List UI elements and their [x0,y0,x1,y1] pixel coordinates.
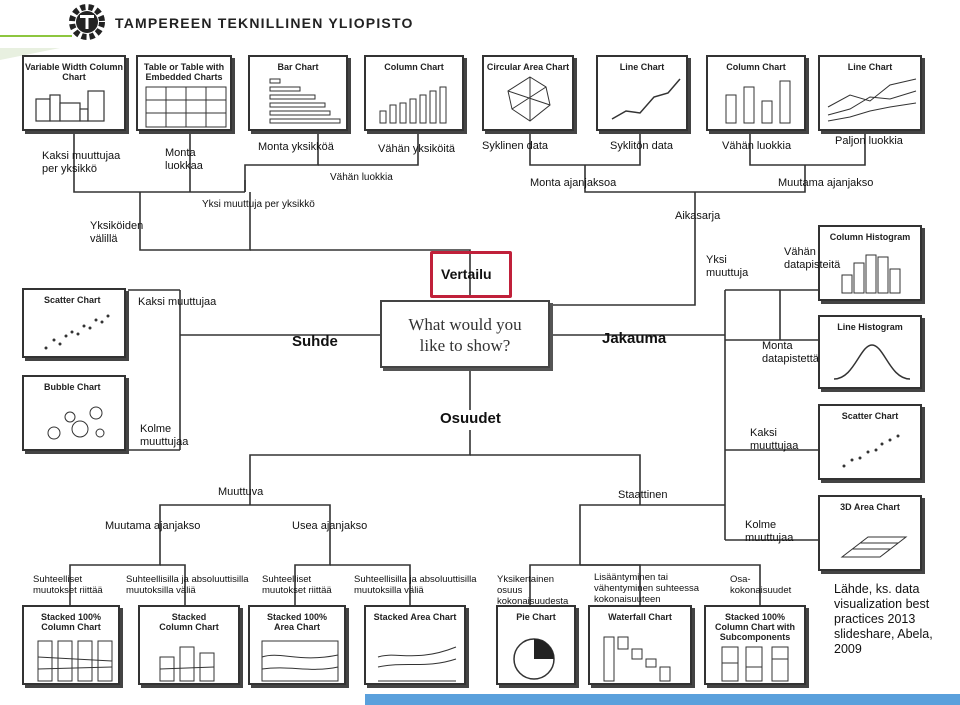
thumb-line-chart-1: Line Chart [596,55,688,131]
circular-area-chart-icon [507,76,551,122]
label-syklinen: Syklinen data [482,140,549,152]
label-muutama: Muutama ajanjakso [105,520,201,532]
stacked-100-column-icon [37,640,113,682]
thumb-line-histogram: Line Histogram [818,315,922,389]
label-yksikoiden-valilla: Yksiköiden välillä [90,220,144,245]
table-chart-icon [145,86,227,128]
label-monta-yksikkoa: Monta yksikköä [258,141,334,153]
column-histogram-icon [841,254,901,294]
variable-width-column-chart-icon [35,90,105,122]
thumb-bubble-chart: Bubble Chart [22,375,126,451]
thumb-column-chart-1: Column Chart [364,55,464,131]
label-usea: Usea ajanjakso [292,520,368,532]
thumb-3d-area-chart: 3D Area Chart [818,495,922,571]
stacked-100-subcomponents-icon [721,646,789,682]
thumb-stacked-100-subcomponents: Stacked 100% Column Chart with Subcompon… [704,605,806,685]
label-kaksi-per-yksikko: Kaksi muuttujaa per yksikkö [42,150,121,175]
stacked-area-icon [377,646,457,682]
source-citation: Lähde, ks. data visualization best pract… [834,582,933,656]
bar-chart-icon [269,78,341,124]
osuudet-label: Osuudet [440,410,501,427]
thumb-stacked-100-area: Stacked 100% Area Chart [248,605,346,685]
label-monta-ajanjaksoa: Monta ajanjaksoa [530,177,617,189]
question-text: What would you like to show? [408,315,522,355]
thumb-pie-chart: Pie Chart [496,605,576,685]
line-chart-icon [611,78,681,120]
label-b4: Suhteellisilla ja absoluuttisilla muutok… [354,574,477,596]
stacked-column-icon [159,646,215,682]
suhde-label: Suhde [292,333,338,350]
label-aikasarja: Aikasarja [675,210,721,222]
label-b6: Lisääntyminen tai vähentyminen suhteessa… [594,572,700,605]
label-right-kaksi: Kaksi muuttujaa [750,427,799,452]
thumb-column-chart-2: Column Chart [706,55,806,131]
stacked-100-area-icon [261,640,339,682]
label-staattinen: Staattinen [618,489,668,501]
label-left-kaksi: Kaksi muuttujaa [138,296,217,308]
bubble-chart-icon [47,406,105,440]
label-b7: Osa-kokonaisuudet [730,574,792,596]
thumb-scatter-chart-right: Scatter Chart [818,404,922,480]
jakauma-label: Jakauma [602,330,667,347]
thumb-circular-area-chart: Circular Area Chart [482,55,574,131]
thumb-variable-width-column-chart: Variable Width Column Chart [22,55,126,131]
label-monta-luokkaa: Monta luokkaa [165,147,203,172]
label-right-monta-data: Monta datapistettä [762,340,819,365]
label-b3: Suhteelliset muutokset riittää [262,574,332,596]
header: TAMPEREEN TEKNILLINEN YLIOPISTO [0,0,960,45]
scatter-chart-icon [842,434,900,468]
thumb-table-embedded-charts: Table or Table with Embedded Charts [136,55,232,131]
thumb-line-chart-2: Line Chart [818,55,922,131]
thumb-stacked-100-column: Stacked 100% Column Chart [22,605,120,685]
column-chart-icon [725,80,791,124]
multi-line-chart-icon [827,78,917,122]
label-muutama-ajanjakso: Muutama ajanjakso [778,177,874,189]
waterfall-chart-icon [603,636,671,682]
label-left-kolme: Kolme muuttujaa [140,423,189,448]
label-paljon-luokkia: Paljon luokkia [835,135,903,147]
thumb-column-histogram: Column Histogram [818,225,922,301]
thumb-waterfall-chart: Waterfall Chart [588,605,692,685]
vertailu-highlight [430,251,512,298]
label-b2: Suhteellisilla ja absoluuttisilla muutok… [126,574,249,596]
column-chart-icon [379,86,447,124]
label-vahan-yksikoita: Vähän yksiköitä [378,143,456,155]
label-right-vahan-data: Vähän datapisteitä [784,246,841,271]
thumb-stacked-column: Stacked Column Chart [138,605,240,685]
scatter-chart-icon [44,314,110,350]
label-right-yksi: Yksi muuttuja [706,254,749,279]
label-b5: Yksikertainen osuus kokonaisuudesta [497,574,569,607]
thumb-stacked-area: Stacked Area Chart [364,605,466,685]
label-sykliton: Syklitön data [610,140,673,152]
3d-area-chart-icon [840,536,908,558]
vertailu-label: Vertailu [441,266,492,282]
label-muuttuva: Muuttuva [218,486,264,498]
pie-chart-icon [513,638,555,680]
question-box: What would you like to show? [380,300,550,368]
university-name: TAMPEREEN TEKNILLINEN YLIOPISTO [115,15,414,31]
label-right-kolme: Kolme muuttujaa [745,519,794,544]
line-histogram-icon [833,344,911,380]
label-vahan-luokkia-2: Vähän luokkia [722,140,792,152]
label-yksi-muuttuja-per: Yksi muuttuja per yksikkö [202,199,315,210]
thumb-scatter-chart-left: Scatter Chart [22,288,126,358]
label-b1: Suhteelliset muutokset riittää [33,574,103,596]
thumb-bar-chart: Bar Chart [248,55,348,131]
label-vahan-luokkia-1: Vähän luokkia [330,172,393,183]
gear-logo-icon [69,4,105,40]
